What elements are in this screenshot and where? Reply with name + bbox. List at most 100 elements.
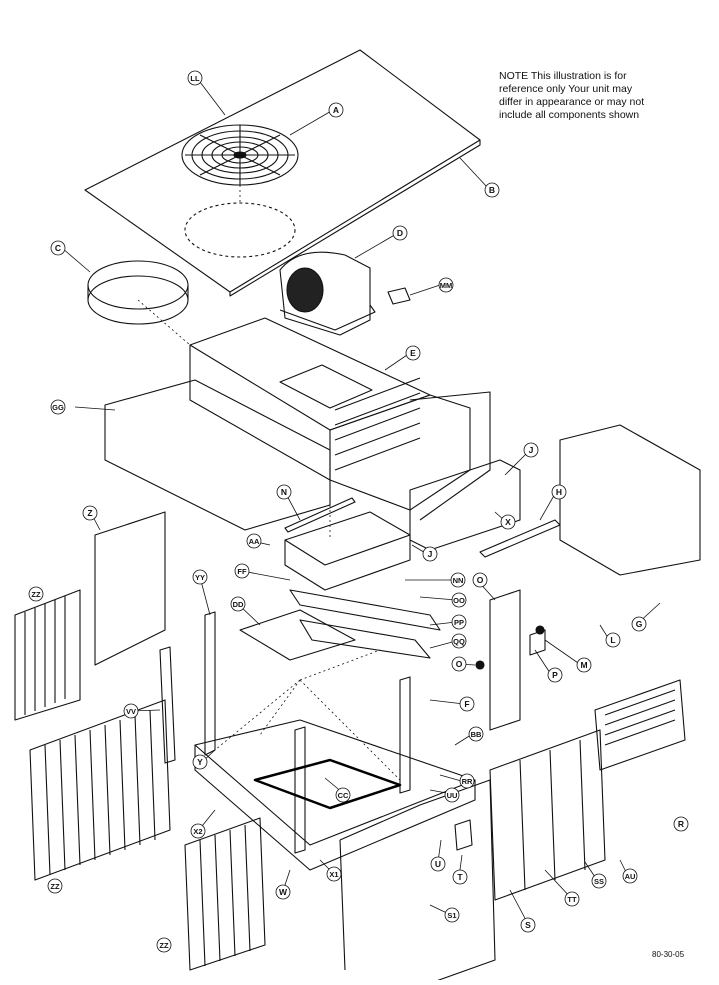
callout-circle (82, 505, 98, 521)
callout-text: GG (52, 403, 64, 412)
heat-exchanger-section (189, 317, 491, 521)
callout-nn: NN (450, 572, 466, 588)
callout-text: ZZ (50, 882, 60, 891)
callout-h: H (551, 484, 567, 500)
callout-circle (500, 514, 516, 530)
callout-circle (451, 592, 467, 608)
callout-d: D (392, 225, 408, 241)
callout-circle (673, 816, 689, 832)
callout-text: F (464, 699, 469, 709)
callout-e: E (405, 345, 421, 361)
callout-mm: MM (438, 277, 454, 293)
callout-text: ZZ (31, 590, 41, 599)
callout-f: F (459, 696, 475, 712)
callout-text: X1 (329, 870, 338, 879)
callout-circle (605, 632, 621, 648)
callout-text: AU (625, 872, 636, 881)
callout-aa: AA (246, 533, 262, 549)
callout-text: BB (471, 730, 482, 739)
blower-assembly (279, 251, 376, 336)
callout-vv: VV (123, 703, 139, 719)
callout-circle (47, 878, 63, 894)
callout-circle (405, 345, 421, 361)
callout-u: U (430, 856, 446, 872)
callout-circle (187, 70, 203, 86)
callout-x2: X2 (190, 823, 206, 839)
callout-text: MM (440, 281, 453, 290)
callout-circle (631, 616, 647, 632)
callout-text: SS (594, 877, 604, 886)
callout-text: UU (447, 791, 458, 800)
callout-text: S1 (447, 911, 456, 920)
callout-y: Y (192, 754, 208, 770)
callout-circle (459, 773, 475, 789)
callout-text: D (397, 228, 403, 238)
callout-circle (591, 873, 607, 889)
callout-circle (484, 182, 500, 198)
callout-text: W (279, 887, 288, 897)
callout-qq: QQ (451, 633, 467, 649)
callout-text: A (333, 105, 339, 115)
callout-circle (451, 656, 467, 672)
callout-s1: S1 (444, 907, 460, 923)
callout-circle (444, 907, 460, 923)
callout-text: C (55, 243, 61, 253)
callout-circle (192, 754, 208, 770)
callout-zz: ZZ (28, 586, 44, 602)
callout-text: T (457, 872, 463, 882)
callout-circle (430, 856, 446, 872)
fan-ring (87, 260, 189, 325)
callout-m: M (576, 657, 592, 673)
note-line: differ in appearance or may not (499, 96, 645, 108)
callout-circle (468, 726, 484, 742)
callout-ss: SS (591, 873, 607, 889)
callout-circle (459, 696, 475, 712)
coil-grille-left (14, 589, 171, 881)
callout-text: AA (249, 537, 260, 546)
callout-text: B (489, 185, 495, 195)
callout-rr: RR (459, 773, 475, 789)
callout-text: PP (454, 618, 464, 627)
callout-circle (472, 572, 488, 588)
callout-text: TT (567, 895, 577, 904)
callout-r: R (673, 816, 689, 832)
callout-circle (444, 787, 460, 803)
callout-o: O (451, 656, 467, 672)
callout-circle (438, 277, 454, 293)
callout-text: X (505, 517, 511, 527)
base-pan (194, 719, 476, 871)
callout-text: LL (190, 74, 200, 83)
callout-text: J (529, 445, 534, 455)
callout-text: Y (197, 757, 203, 767)
callout-circle (50, 399, 66, 415)
callout-circle (190, 823, 206, 839)
drawing-code: 80-30-05 (652, 950, 685, 959)
callout-j: J (422, 546, 438, 562)
callout-text: G (636, 619, 643, 629)
callout-text: YY (195, 573, 205, 582)
callout-circle (622, 868, 638, 884)
callout-bb: BB (468, 726, 484, 742)
callout-text: ZZ (159, 941, 169, 950)
callout-b: B (484, 182, 500, 198)
callout-uu: UU (444, 787, 460, 803)
callout-ff: FF (234, 563, 250, 579)
callout-circle (326, 866, 342, 882)
callout-text: QQ (453, 637, 465, 646)
callout-circle (547, 667, 563, 683)
callout-circle (234, 563, 250, 579)
callout-n: N (276, 484, 292, 500)
callout-t: T (452, 869, 468, 885)
callout-circle (564, 891, 580, 907)
callout-text: VV (126, 707, 136, 716)
callout-x1: X1 (326, 866, 342, 882)
callout-text: X2 (193, 827, 202, 836)
callout-x: X (500, 514, 516, 530)
note-line: reference only Your unit may (499, 83, 633, 95)
callout-au: AU (622, 868, 638, 884)
callout-cc: CC (335, 787, 351, 803)
callout-circle (123, 703, 139, 719)
callout-g: G (631, 616, 647, 632)
callout-pp: PP (451, 614, 467, 630)
